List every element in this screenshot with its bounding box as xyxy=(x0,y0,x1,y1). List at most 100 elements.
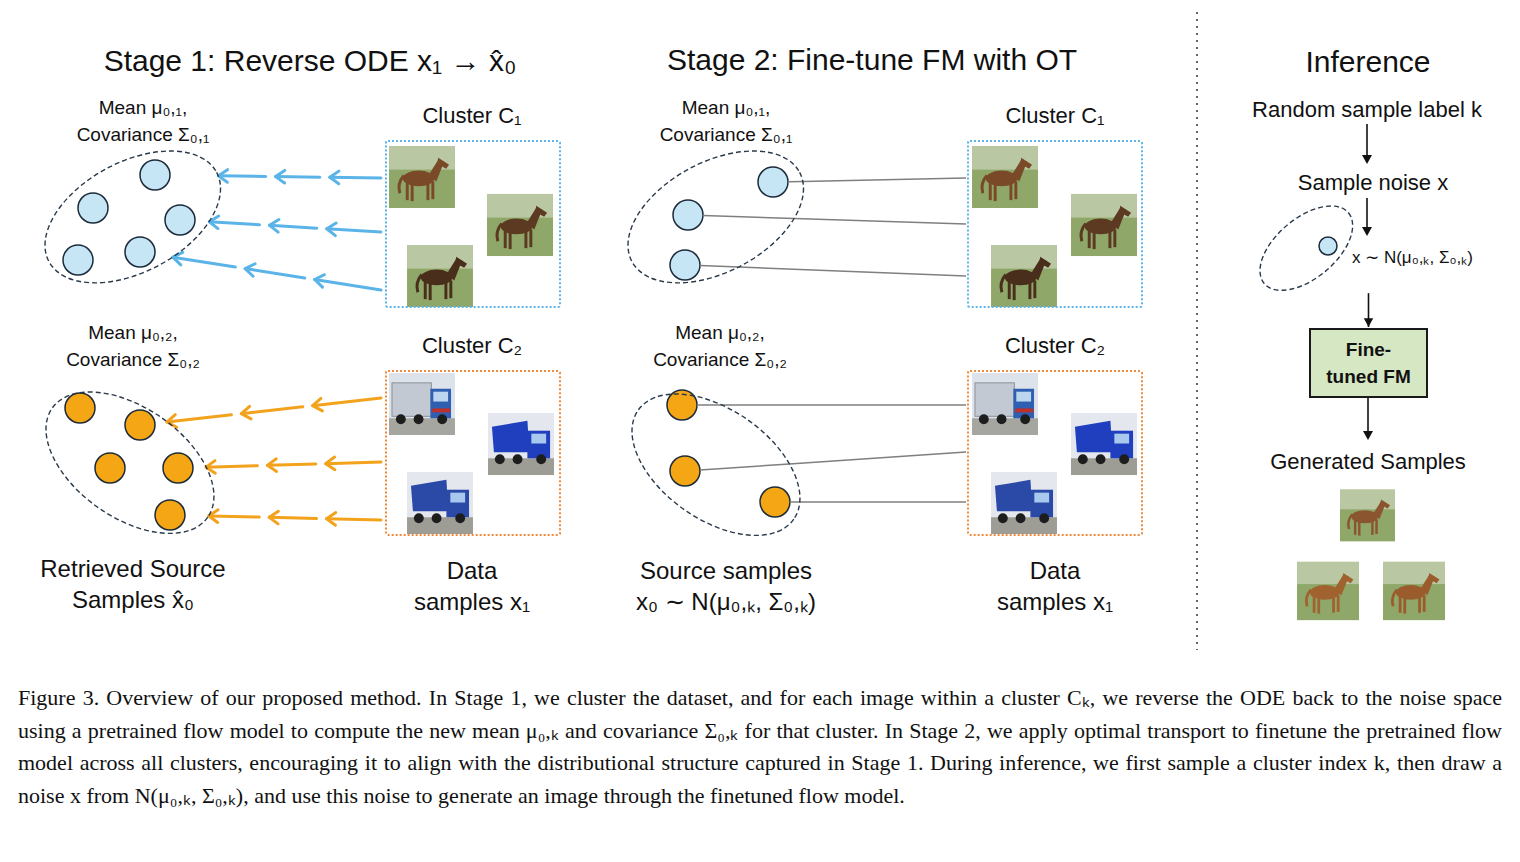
leader-stub xyxy=(703,215,794,218)
connector-line xyxy=(739,267,966,276)
connector-line xyxy=(173,257,235,267)
horse-image xyxy=(1071,194,1137,256)
sample-dot xyxy=(125,410,155,440)
truck-image xyxy=(991,472,1057,534)
connector-line xyxy=(218,174,265,178)
sample-dot xyxy=(155,500,185,530)
connector xyxy=(800,502,966,503)
cluster-ellipse: Mean μ₀,₂, Covariance Σ₀,₂ xyxy=(632,394,800,535)
connector xyxy=(803,178,966,181)
arrow-head xyxy=(315,275,325,287)
connector-line xyxy=(803,178,966,181)
arrow-head xyxy=(1362,155,1372,164)
connector-line xyxy=(794,218,966,224)
cluster-box: Cluster C₂ xyxy=(967,370,1143,536)
sample-dot xyxy=(758,167,788,197)
arrow-head xyxy=(330,171,339,184)
arrow-head xyxy=(327,223,336,236)
text-label: Generated Samples xyxy=(1270,447,1466,476)
ellipse-outline xyxy=(628,151,804,283)
arrow-head xyxy=(209,510,218,523)
connector-line xyxy=(276,175,320,179)
text-label: Random sample label k xyxy=(1252,95,1482,124)
truck-image xyxy=(407,472,473,534)
sample-dot xyxy=(65,393,95,423)
text-label: Sample noise x xyxy=(1298,168,1448,197)
ellipse-heading: Mean μ₀,₁, Covariance Σ₀,₁ xyxy=(659,94,793,148)
horse-image xyxy=(991,245,1057,307)
ellipse-shape xyxy=(1245,190,1368,307)
arrow-head xyxy=(313,398,323,411)
truck-image xyxy=(389,373,455,435)
connector-line xyxy=(209,222,259,225)
horse-image xyxy=(407,245,473,307)
flow-arrow-line xyxy=(1367,398,1369,432)
connector-line xyxy=(209,516,259,517)
horse-image xyxy=(1340,490,1395,542)
stage-heading: Stage 2: Fine-tune FM with OT xyxy=(667,40,1077,79)
cluster-box: Cluster C₁ xyxy=(967,140,1143,308)
text-label: Data samples x₁ xyxy=(996,555,1114,617)
arrow-head xyxy=(276,170,285,183)
connector-line xyxy=(327,229,381,232)
connector xyxy=(218,170,381,184)
horse-image xyxy=(972,146,1038,208)
arrow-head xyxy=(269,511,278,524)
ellipse-outline xyxy=(1260,206,1353,290)
noise-label: x ∼ N(μ₀,ₖ, Σ₀,ₖ) xyxy=(1350,246,1475,270)
cluster-heading: Cluster C₁ xyxy=(422,100,521,131)
connector xyxy=(794,218,966,224)
arrow-head xyxy=(209,216,218,229)
horse-image xyxy=(1297,562,1359,620)
box-label: Fine-tuned FM xyxy=(1326,336,1412,390)
ellipse-heading: Mean μ₀,₂, Covariance Σ₀,₂ xyxy=(653,319,787,373)
sample-dot xyxy=(140,160,170,190)
text-label: Retrieved Source Samples x̂₀ xyxy=(40,553,226,615)
connector-line xyxy=(206,466,257,468)
arrow-head xyxy=(267,459,276,472)
horse-image xyxy=(1383,562,1445,620)
arrow-head xyxy=(1362,227,1372,236)
connector-line xyxy=(326,462,381,464)
leader-stub xyxy=(790,501,800,503)
horse-image xyxy=(487,194,553,256)
sample-dot xyxy=(760,487,790,517)
arrow-head xyxy=(1363,431,1373,440)
arrow-head xyxy=(327,513,336,526)
truck-image xyxy=(1071,413,1137,475)
cluster-ellipse: Mean μ₀,₁, Covariance Σ₀,₁ xyxy=(45,151,221,283)
arrow-head xyxy=(241,406,251,419)
flow-arrow-line xyxy=(1366,198,1368,228)
ellipse-shape xyxy=(606,124,825,310)
connector-line xyxy=(241,407,302,414)
connector xyxy=(206,457,381,473)
text-label: Data samples x₁ xyxy=(413,555,531,617)
process-box: Fine-tuned FM xyxy=(1309,328,1428,398)
ellipse-heading: Mean μ₀,₁, Covariance Σ₀,₁ xyxy=(76,94,210,148)
connector xyxy=(739,267,966,276)
sample-dot xyxy=(63,245,93,275)
ellipse-outline xyxy=(46,392,214,533)
text-label: Source samples x₀ ∼ N(μ₀,ₖ, Σ₀,ₖ) xyxy=(636,555,816,617)
sample-dot xyxy=(673,200,703,230)
arrow-head xyxy=(270,220,279,233)
leader-stub xyxy=(700,464,789,470)
ellipse-shape xyxy=(21,363,240,562)
cluster-ellipse: Mean μ₀,₂, Covariance Σ₀,₂ xyxy=(46,392,214,533)
truck-image xyxy=(972,373,1038,435)
ellipse-heading: Mean μ₀,₂, Covariance Σ₀,₂ xyxy=(66,319,200,373)
connector-line xyxy=(269,517,316,518)
arrow-head xyxy=(1364,318,1373,327)
sample-dot xyxy=(1319,237,1337,255)
connector xyxy=(789,452,966,464)
sample-dot xyxy=(670,250,700,280)
cluster-heading: Cluster C₂ xyxy=(422,330,522,361)
connector xyxy=(209,510,381,525)
ellipse-shape xyxy=(23,124,242,310)
truck-image xyxy=(488,413,554,475)
arrow-head xyxy=(245,264,255,276)
ellipse-shape xyxy=(607,365,826,564)
connector-line xyxy=(800,501,966,503)
sample-dot xyxy=(163,453,193,483)
